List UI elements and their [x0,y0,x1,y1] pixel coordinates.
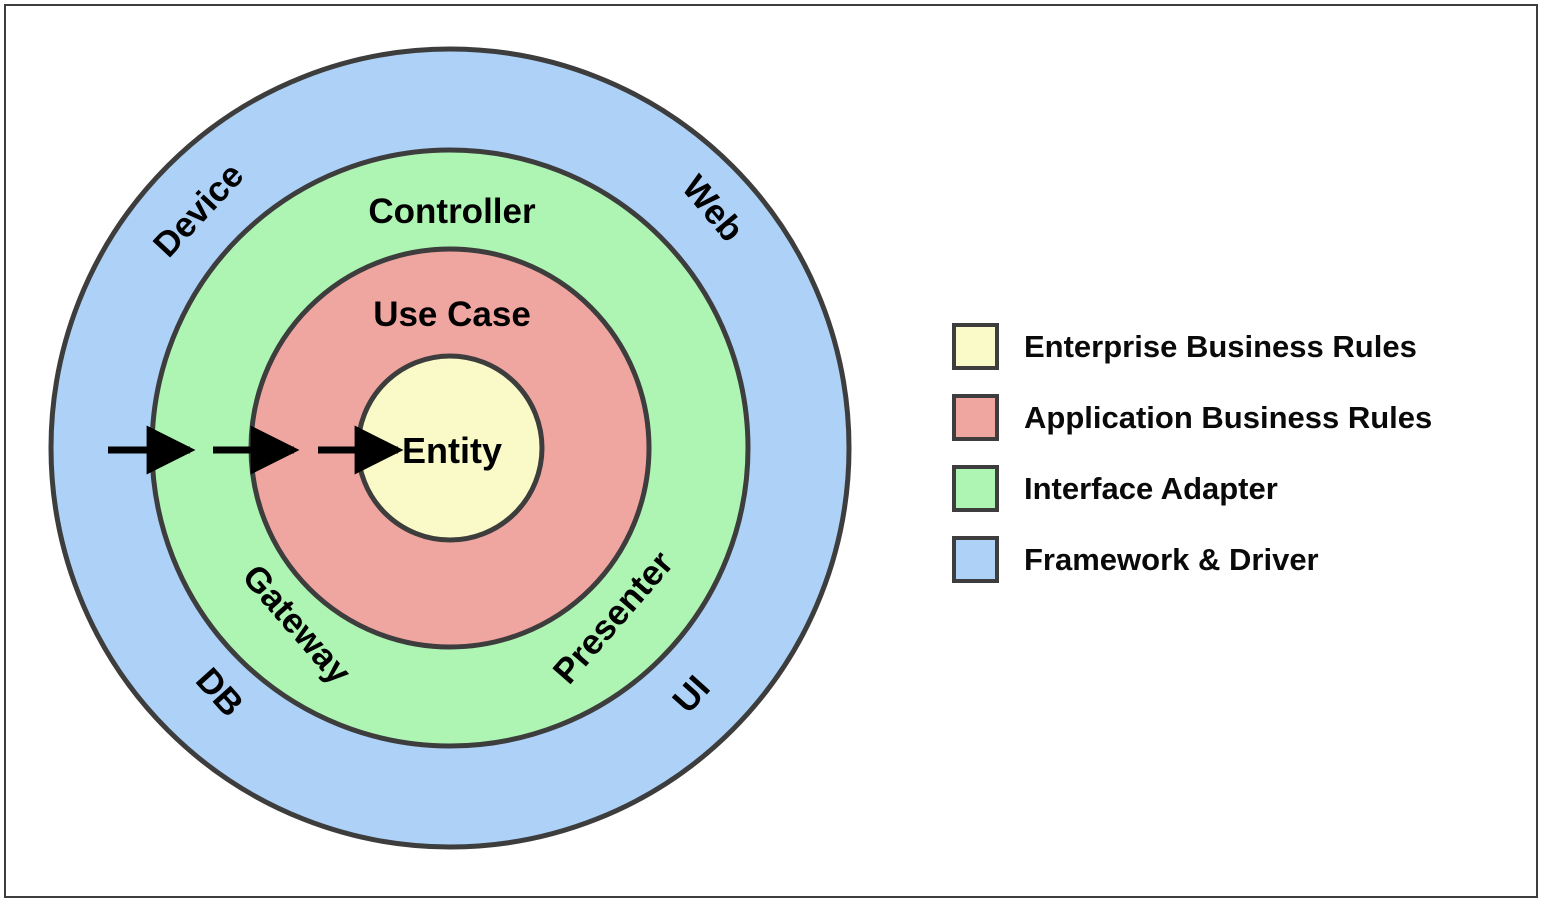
label-entity: Entity [402,430,502,471]
legend-swatch-framework-driver [952,535,999,583]
legend-swatch-application-business-rules [952,393,999,441]
legend-item-application-business-rules: Application Business Rules [952,391,1492,443]
legend: Enterprise Business Rules Application Bu… [952,320,1492,604]
legend-swatch-interface-adapter [952,464,999,512]
legend-item-framework-driver: Framework & Driver [952,533,1492,585]
label-controller: Controller [368,192,536,231]
legend-label-interface-adapter: Interface Adapter [1024,470,1278,506]
legend-swatch-enterprise-business-rules [952,322,999,370]
legend-label-application-business-rules: Application Business Rules [1024,399,1433,435]
legend-item-enterprise-business-rules: Enterprise Business Rules [952,320,1492,372]
label-use-case: Use Case [373,295,531,334]
legend-label-framework-driver: Framework & Driver [1024,541,1319,577]
legend-label-enterprise-business-rules: Enterprise Business Rules [1024,328,1417,364]
legend-item-interface-adapter: Interface Adapter [952,462,1492,514]
